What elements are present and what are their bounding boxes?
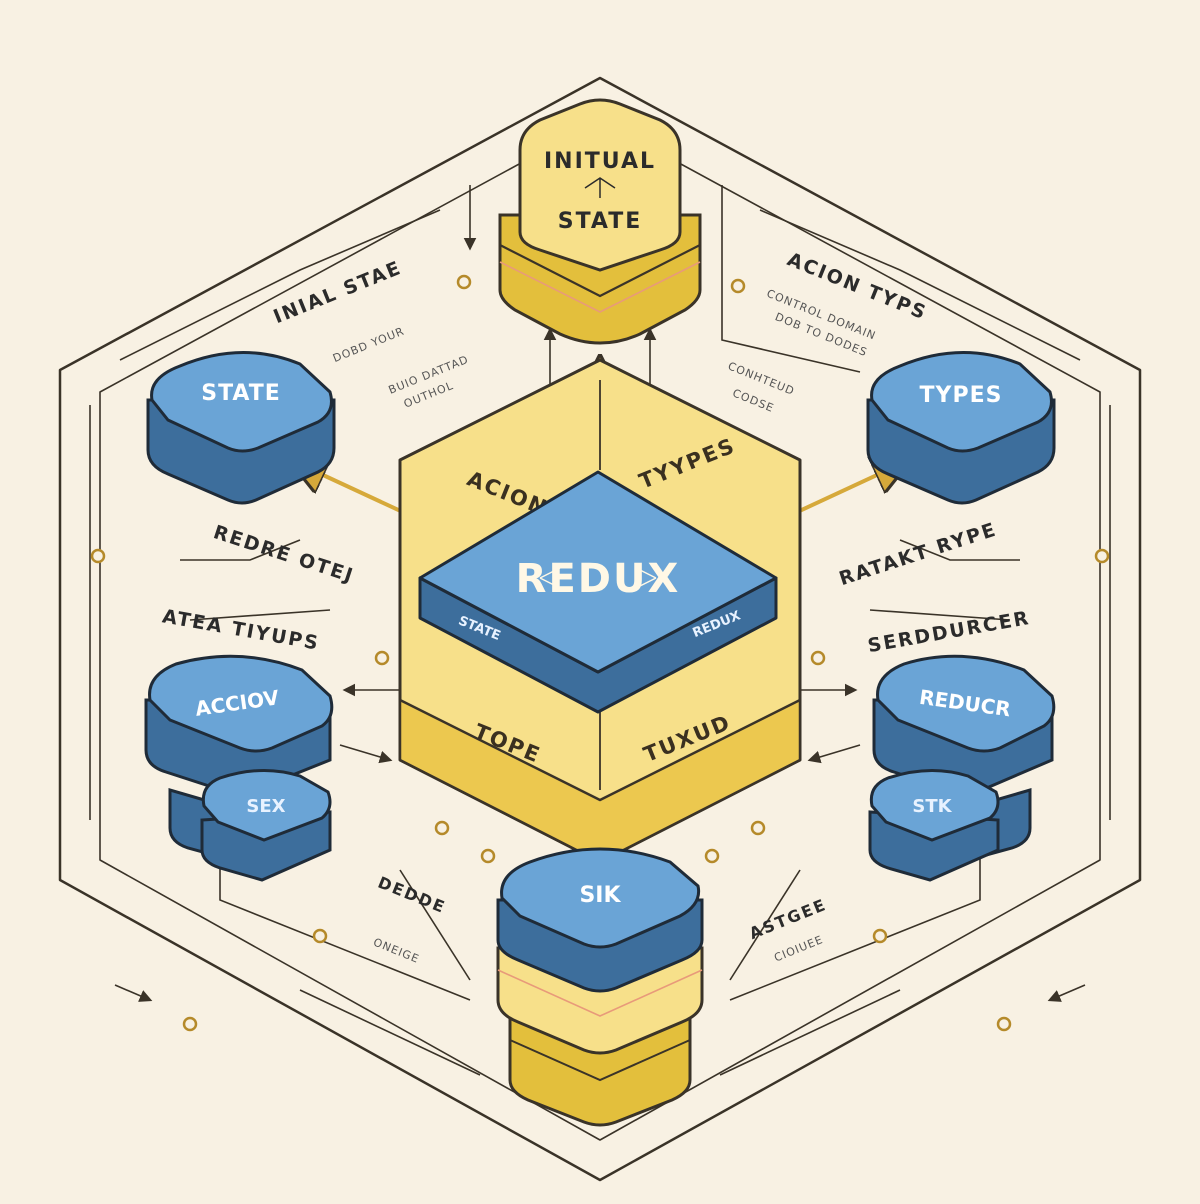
bottom-left-heading: DEDDE [375,873,449,917]
stk-node-label: STK [912,796,952,817]
mid-right-heading: RATAKT RYPE [836,518,999,590]
store-node[interactable]: SIK [496,847,704,1127]
types-node[interactable]: TYPES [866,351,1056,505]
outer-hexagon-frame [58,76,1142,1182]
mid-left-heading: REDRE OTEJ [211,521,357,587]
state-node[interactable]: STATE [146,351,336,505]
top-left-sub-1: DOBD YOUR [331,324,406,365]
inner-hexagon-frame [99,119,1101,1141]
store-node-label: SIK [579,883,621,908]
action-node[interactable]: ACCIOV SEX [144,654,334,882]
bottom-right-sub: CIOIUEE [772,933,825,964]
redux-core-block[interactable]: REDUX STATE REDUX [418,470,778,714]
sex-node-label: SEX [246,796,285,817]
top-right-sub-4: CODSE [731,387,776,415]
initial-state-line2: STATE [558,209,643,234]
initial-state-node[interactable]: INITUAL STATE [498,98,702,345]
bottom-left-sub: ONEIGE [371,936,421,966]
types-node-label: TYPES [920,383,1003,408]
state-node-label: STATE [201,381,281,406]
top-left-heading: INIAL STAE [270,257,405,328]
mid-right-heading-2: SERDDURCER [866,607,1032,657]
flow-connectors [89,185,1111,1076]
reducer-node[interactable]: REDUCR STK [868,654,1056,882]
initial-state-line1: INITUAL [544,149,656,174]
